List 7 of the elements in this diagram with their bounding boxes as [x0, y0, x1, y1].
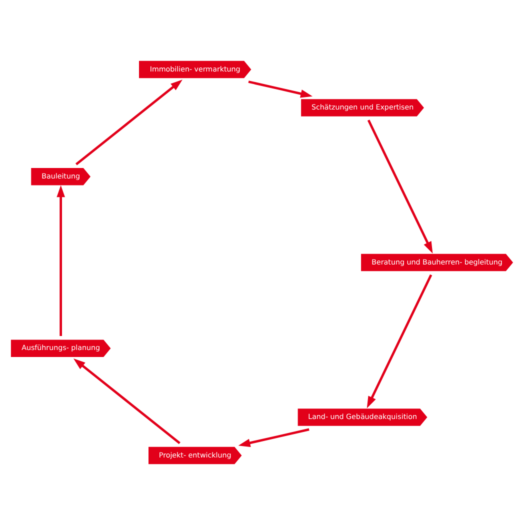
arrow — [56, 184, 65, 336]
arrow — [238, 428, 310, 446]
arrow — [367, 119, 433, 253]
arrow — [75, 79, 182, 165]
arrow — [73, 358, 180, 444]
arrow — [366, 274, 432, 408]
arrow — [248, 80, 313, 98]
